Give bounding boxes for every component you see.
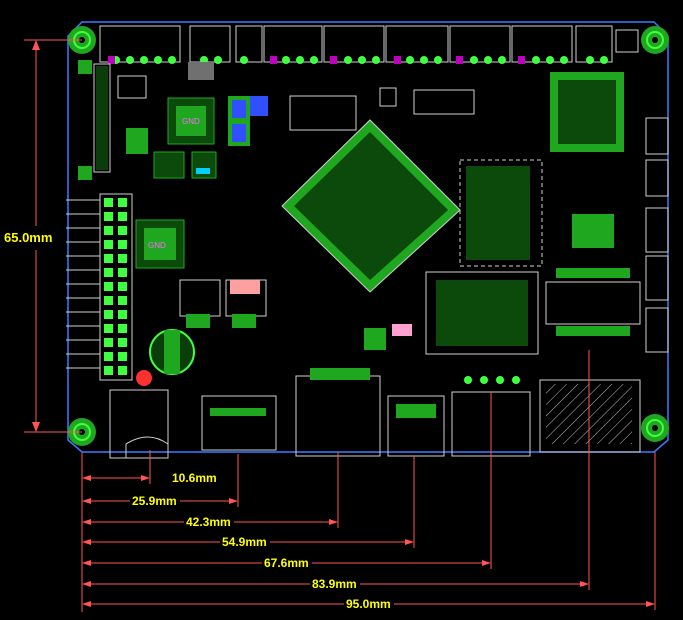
left-fpc-connector — [78, 60, 111, 180]
mid-components — [289, 87, 475, 350]
bottom-connector-pads — [210, 368, 520, 418]
header-pin — [118, 268, 127, 277]
coin-cell — [136, 329, 195, 386]
mount-hole-top-right — [641, 26, 669, 54]
dimension-arrow — [482, 560, 491, 566]
chip-label-2: GND — [148, 241, 166, 250]
dimension-label-bg — [344, 596, 394, 610]
dimension-arrow — [405, 539, 414, 545]
header-pin — [104, 366, 113, 375]
header-pin — [104, 254, 113, 263]
dimension-label-bg — [170, 470, 220, 484]
height-dimension-label: 65.0mm — [4, 230, 52, 245]
dimension-label: 54.9mm — [222, 535, 267, 549]
header-pin — [104, 296, 113, 305]
top-connector-pads — [112, 56, 608, 64]
right-edge-connectors — [645, 117, 669, 353]
header-pin — [118, 226, 127, 235]
dimension-arrow — [646, 601, 655, 607]
dimension-label: 67.6mm — [264, 556, 309, 570]
header-pin — [104, 198, 113, 207]
header-pin — [118, 240, 127, 249]
dimension-label-bg — [220, 534, 270, 548]
height-dimension — [24, 39, 82, 433]
ic-top-left: GND — [167, 97, 215, 145]
ic-right-mid — [545, 214, 641, 336]
dimension-label: 10.6mm — [172, 471, 217, 485]
dimension-label: 95.0mm — [346, 597, 391, 611]
header-pin — [104, 338, 113, 347]
left-pin-header — [66, 193, 133, 381]
header-pin — [104, 212, 113, 221]
header-pin — [118, 310, 127, 319]
dimension-arrow — [82, 519, 91, 525]
header-pin — [118, 352, 127, 361]
dimension-label: 42.3mm — [186, 515, 231, 529]
dimension-label-bg — [262, 555, 312, 569]
dimension-arrow — [229, 498, 238, 504]
mount-hole-bottom-right — [641, 414, 669, 442]
header-pin — [104, 310, 113, 319]
dimension-arrow — [329, 519, 338, 525]
dimension-arrow — [82, 539, 91, 545]
dimension-label-bg — [184, 514, 234, 528]
header-pin — [104, 352, 113, 361]
dimension-arrow — [141, 475, 150, 481]
header-pin — [118, 296, 127, 305]
dimension-arrow — [82, 560, 91, 566]
top-connector-marks — [108, 56, 525, 64]
header-pin — [118, 282, 127, 291]
dimension-arrow — [82, 601, 91, 607]
header-pin — [104, 240, 113, 249]
dimension-arrow — [82, 475, 91, 481]
header-pin — [104, 282, 113, 291]
ddr-bga — [425, 159, 543, 355]
header-pin — [118, 366, 127, 375]
header-pin — [118, 198, 127, 207]
dimension-label-bg — [310, 576, 360, 590]
main-soc — [281, 119, 461, 293]
dimension-label: 25.9mm — [132, 494, 177, 508]
header-pin — [104, 324, 113, 333]
dimension-arrow — [82, 581, 91, 587]
top-connectors — [99, 25, 639, 63]
dimension-label: 83.9mm — [312, 577, 357, 591]
header-pin — [104, 268, 113, 277]
ic-mid-left: GND — [135, 219, 185, 269]
dimension-arrow — [82, 498, 91, 504]
left-components — [117, 62, 268, 179]
dimension-arrow — [580, 581, 589, 587]
header-pin — [118, 212, 127, 221]
header-pin — [118, 254, 127, 263]
header-pin — [104, 226, 113, 235]
header-pin — [118, 324, 127, 333]
chip-label-1: GND — [182, 117, 200, 126]
ic-top-right — [550, 72, 624, 152]
dimension-label-bg — [130, 493, 180, 507]
header-pin — [118, 338, 127, 347]
inductors — [179, 279, 267, 328]
